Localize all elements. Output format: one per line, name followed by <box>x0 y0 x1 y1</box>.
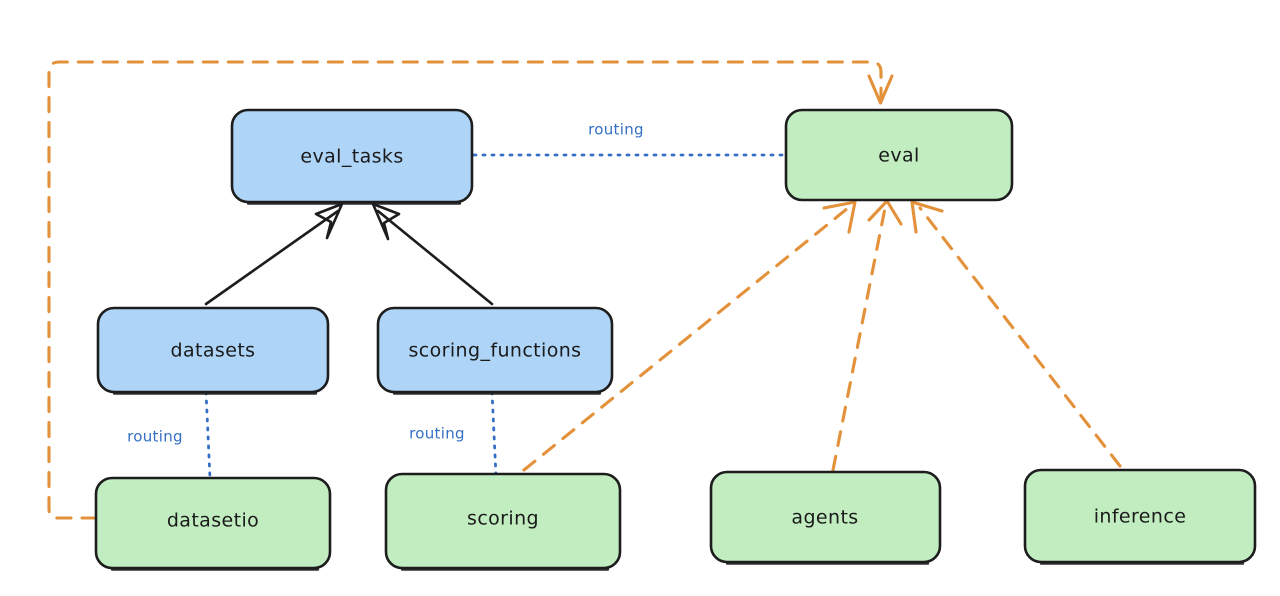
node-scoring-box[interactable] <box>384 472 622 570</box>
edge-inference-eval-path <box>918 206 1122 468</box>
node-datasetio-label: datasetio <box>167 510 259 532</box>
node-eval-label: eval <box>878 145 919 167</box>
edge-datasets-eval_tasks <box>204 202 344 306</box>
edge-scoring-eval-arrowhead <box>822 200 857 234</box>
edge-scoringfn-eval_tasks-arrowhead <box>371 202 401 241</box>
node-datasets-box[interactable] <box>96 306 330 394</box>
node-datasetio-box[interactable] <box>94 476 332 570</box>
edge-scoringfn-eval_tasks-path <box>376 209 494 306</box>
edge-inference-eval <box>910 200 1122 468</box>
edge-datasetio-eval <box>47 60 894 520</box>
node-scoring-functions-box[interactable] <box>376 306 614 394</box>
edge-datasets-eval_tasks-arrowhead <box>314 202 344 240</box>
edge-layer <box>47 60 1122 520</box>
edge-label-routing-datasetio: routing <box>127 428 183 446</box>
edge-datasetio-eval-arrowhead <box>867 74 894 105</box>
node-agents-box[interactable] <box>709 470 942 564</box>
edge-datasetio-eval-path <box>47 60 883 520</box>
node-eval-tasks[interactable]: eval_tasks <box>230 108 474 205</box>
node-scoring-functions-label: scoring_functions <box>409 340 582 362</box>
edge-datasets-eval_tasks-path <box>204 209 340 306</box>
edge-agents-eval <box>831 199 903 472</box>
node-inference[interactable]: inference <box>1023 468 1257 565</box>
node-eval-box[interactable] <box>784 108 1014 202</box>
node-datasets-label: datasets <box>171 340 256 362</box>
edge-scoringfn-scoring-path <box>490 390 498 478</box>
node-agents-label: agents <box>791 507 858 529</box>
edge-scoringfn-eval_tasks <box>371 202 494 306</box>
node-scoring[interactable]: scoring <box>384 472 622 571</box>
node-datasets[interactable]: datasets <box>96 306 330 395</box>
node-eval[interactable]: eval <box>784 108 1014 202</box>
node-eval-tasks-label: eval_tasks <box>300 146 403 168</box>
node-scoring-label: scoring <box>467 508 539 530</box>
node-datasetio[interactable]: datasetio <box>94 476 332 571</box>
node-inference-label: inference <box>1094 506 1187 528</box>
node-inference-box[interactable] <box>1023 468 1257 564</box>
edge-datasets-datasetio-path <box>204 390 212 480</box>
edge-scoringfn-scoring <box>490 390 498 478</box>
edge-scoring-eval-path <box>522 206 850 472</box>
node-layer: eval_tasks eval datasets scoring_functio… <box>94 108 1257 571</box>
edge-label-layer: routing routing routing <box>127 121 644 446</box>
edge-datasets-datasetio <box>204 390 212 480</box>
node-scoring-functions[interactable]: scoring_functions <box>376 306 614 395</box>
edge-label-routing-scoring: routing <box>409 425 465 443</box>
node-eval-tasks-box[interactable] <box>230 108 474 204</box>
edge-inference-eval-arrowhead <box>910 200 944 234</box>
edge-scoring-eval <box>522 200 857 472</box>
node-agents[interactable]: agents <box>709 470 942 565</box>
edge-label-routing-eval: routing <box>588 121 644 139</box>
edge-agents-eval-path <box>831 206 887 472</box>
